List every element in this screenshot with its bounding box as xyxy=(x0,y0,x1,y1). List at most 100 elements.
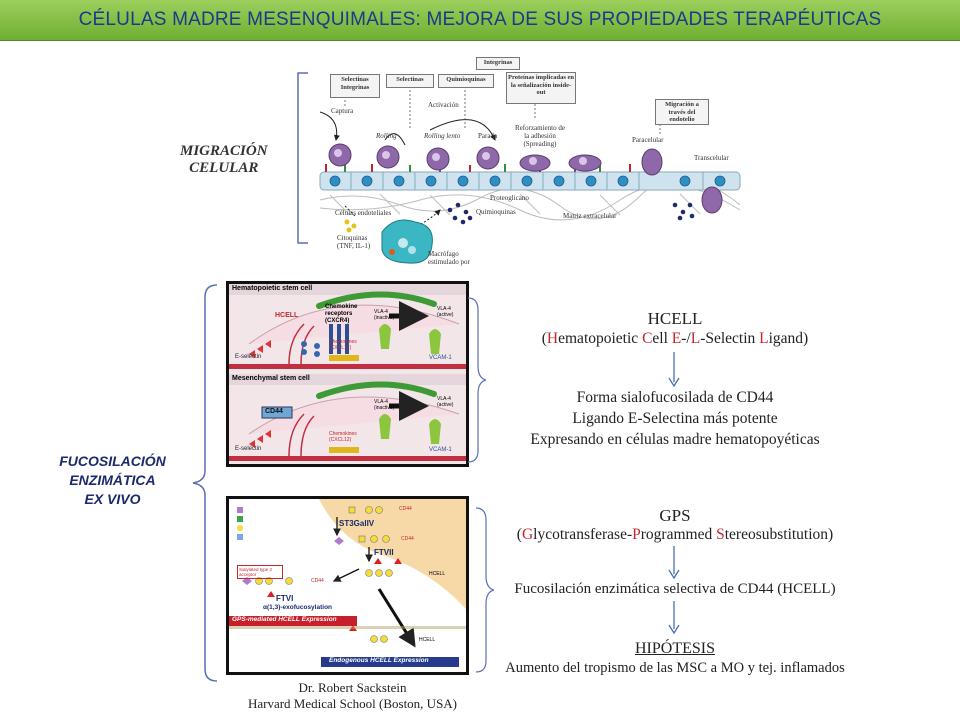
chemokine-dots xyxy=(447,202,695,225)
p2-hcell-b: HCELL xyxy=(419,637,436,643)
p1-chemokines: Chemokines (CXCL12) xyxy=(329,339,357,351)
p1-vla4-active: VLA-4 (active) xyxy=(437,306,454,318)
hcell-acr-l: L xyxy=(690,330,701,347)
fucosilacion-label: FUCOSILACIÓN ENZIMÁTICA EX VIVO xyxy=(40,452,185,509)
p1-msc-header: Mesenchymal stem cell xyxy=(232,375,310,382)
hcell-line2: Ligando E-Selectina más potente xyxy=(572,410,778,427)
brace-1 xyxy=(467,297,486,463)
box-proteinas: Proteínas implicadas en la señalización … xyxy=(506,72,576,104)
lbl-citoquinas: Citoquinas (TNF, IL-1) xyxy=(337,234,371,250)
slide-title: CÉLULAS MADRE MESENQUIMALES: MEJORA DE S… xyxy=(78,9,882,30)
hcell-acr-l2: L xyxy=(759,330,769,347)
hcell-acr-e: E xyxy=(671,330,682,347)
hcell-title: HCELL xyxy=(647,309,703,328)
p1-vla4-inactive-2: VLA-4 (inactive) xyxy=(374,399,395,411)
leukocyte-nuclei xyxy=(334,149,587,165)
hcell-acr-selectin: -Selectin xyxy=(700,330,760,347)
gps-acr-p: P xyxy=(632,526,641,543)
hcell-acr-slash: -/ xyxy=(681,330,691,347)
gps-acr-open: ( xyxy=(516,526,522,543)
migration-label-line1: MIGRACIÓN xyxy=(180,143,268,159)
fucosilacion-line2: ENZIMÁTICA xyxy=(69,472,156,488)
p2-gps-banner: GPS-mediated HCELL Expression xyxy=(232,616,337,623)
lbl-quimioquinas: Quimioquinas xyxy=(476,208,516,216)
credit-name: Dr. Robert Sackstein xyxy=(298,680,407,695)
p1-vcam: VCAM-1 xyxy=(429,355,452,361)
p1-vcam-2: VCAM-1 xyxy=(429,447,452,453)
box-quimioquinas: Quimioquinas xyxy=(438,74,494,88)
p1-vla4-active-2: VLA-4 (active) xyxy=(437,396,454,408)
panel2-drawing xyxy=(229,499,466,667)
box-selectinas: Selectinas xyxy=(386,74,434,88)
migration-diagram xyxy=(297,72,741,264)
box-connectors xyxy=(344,86,661,135)
p1-cd44: CD44 xyxy=(265,408,283,415)
gps-acr-lyco: lycotransferase- xyxy=(533,526,633,543)
p2-cd44-b: CD44 xyxy=(401,536,414,542)
gps-down-arrow-1 xyxy=(668,546,680,580)
lbl-rolling: Rolling xyxy=(376,132,397,140)
panel1-drawing xyxy=(229,284,466,461)
hcell-acronym: (Hematopoietic Cell E-/L-Selectin Ligand… xyxy=(480,330,870,348)
gps-acronym: (Glycotransferase-Programmed Stereosubst… xyxy=(480,526,870,544)
gps-line1: Fucosilación enzimática selectiva de CD4… xyxy=(514,581,836,597)
migration-label-line2: CELULAR xyxy=(189,160,259,176)
migration-arrows xyxy=(319,111,496,231)
gps-acr-s: S xyxy=(716,526,725,543)
hcell-acr-open: ( xyxy=(541,330,547,347)
hcell-line3: Expresando en células madre hematopoyéti… xyxy=(530,431,820,448)
panel-gps-figure: ST3GalIV FTVII FTVI CD44 CD44 CD44 HCELL… xyxy=(226,496,469,675)
hcell-acr-h: H xyxy=(546,330,559,347)
p2-ftvi: FTVI xyxy=(276,594,294,603)
p2-endo-banner: Endogenous HCELL Expression xyxy=(329,657,429,664)
p1-chemokine-receptors: Chemokine receptors (CXCR4) xyxy=(325,304,358,324)
credit-affiliation: Harvard Medical School (Boston, USA) xyxy=(247,696,458,711)
credit: Dr. Robert Sackstein Harvard Medical Sch… xyxy=(210,680,495,712)
lbl-rolling-lento: Rolling lento xyxy=(424,132,461,140)
gps-title: GPS xyxy=(659,506,691,525)
p1-hcell: HCELL xyxy=(275,312,299,319)
p2-hcell-a: HCELL xyxy=(429,571,446,577)
panel-hcell-figure: Hematopoietic stem cell HCELL Chemokine … xyxy=(226,281,469,467)
hcell-acr-ematopoietic: ematopoietic xyxy=(558,330,643,347)
lbl-reforzamiento: Reforzamiento de la adhesión (Spreading) xyxy=(515,124,565,148)
hcell-down-arrow xyxy=(668,352,680,388)
gps-acr-rogrammed: rogrammed xyxy=(640,526,717,543)
cytokine-dots xyxy=(344,219,357,233)
p2-cd44-c: CD44 xyxy=(311,578,324,584)
gps-down-arrow-2 xyxy=(668,601,680,635)
macrophage xyxy=(381,219,433,264)
migration-label: MIGRACIÓN CELULAR xyxy=(180,143,268,177)
p2-ftvii: FTVII xyxy=(374,548,394,557)
p2-exofuco: α(1,3)-exofucosylation xyxy=(263,604,333,611)
box-migracion-endotelio: Migración a través del endotelio xyxy=(655,99,709,125)
lbl-captura: Captura xyxy=(331,107,354,115)
fucosilacion-bracket xyxy=(192,284,218,682)
hcell-acr-c: C xyxy=(642,330,653,347)
hcell-line1: Forma sialofucosilada de CD44 xyxy=(576,389,774,406)
box-integrinas: Integrinas xyxy=(476,57,520,70)
hipotesis-title: HIPÓTESIS xyxy=(634,640,715,657)
box-selectinas-integrinas: Selectinas Integrinas xyxy=(330,74,380,98)
p1-chemokines-2: Chemokines (CXCL12) xyxy=(329,431,357,443)
p2-cd44-a: CD44 xyxy=(399,506,412,512)
gps-acr-tereo: tereosubstitution) xyxy=(724,526,834,543)
hcell-acr-igand: igand) xyxy=(768,330,809,347)
p2-st3: ST3GalIV xyxy=(339,519,375,528)
lbl-celulas-endoteliales: Células endoteliales xyxy=(335,209,392,217)
lbl-parada: Parada xyxy=(478,132,498,140)
p2-sialylated: Sialylated type 2 acceptor xyxy=(237,565,283,579)
fucosilacion-line1: FUCOSILACIÓN xyxy=(59,453,166,469)
gps-acr-g: G xyxy=(521,526,534,543)
endothelial-layer xyxy=(319,171,741,191)
migration-bracket xyxy=(297,72,308,244)
p1-e-selectin: E-selectin xyxy=(235,354,262,360)
lbl-macrofago: Macrófago estimulado por xyxy=(428,250,470,266)
hcell-acr-ell: ell xyxy=(652,330,672,347)
title-bar: CÉLULAS MADRE MESENQUIMALES: MEJORA DE S… xyxy=(0,0,960,41)
lbl-proteoglicano: Proteoglicano xyxy=(490,194,529,202)
lbl-activacion: Activación xyxy=(428,101,459,109)
p1-hsc-header: Hematopoietic stem cell xyxy=(232,285,313,292)
fucosilacion-line3: EX VIVO xyxy=(84,491,141,507)
lbl-matriz: Matriz extracelular xyxy=(563,212,617,220)
